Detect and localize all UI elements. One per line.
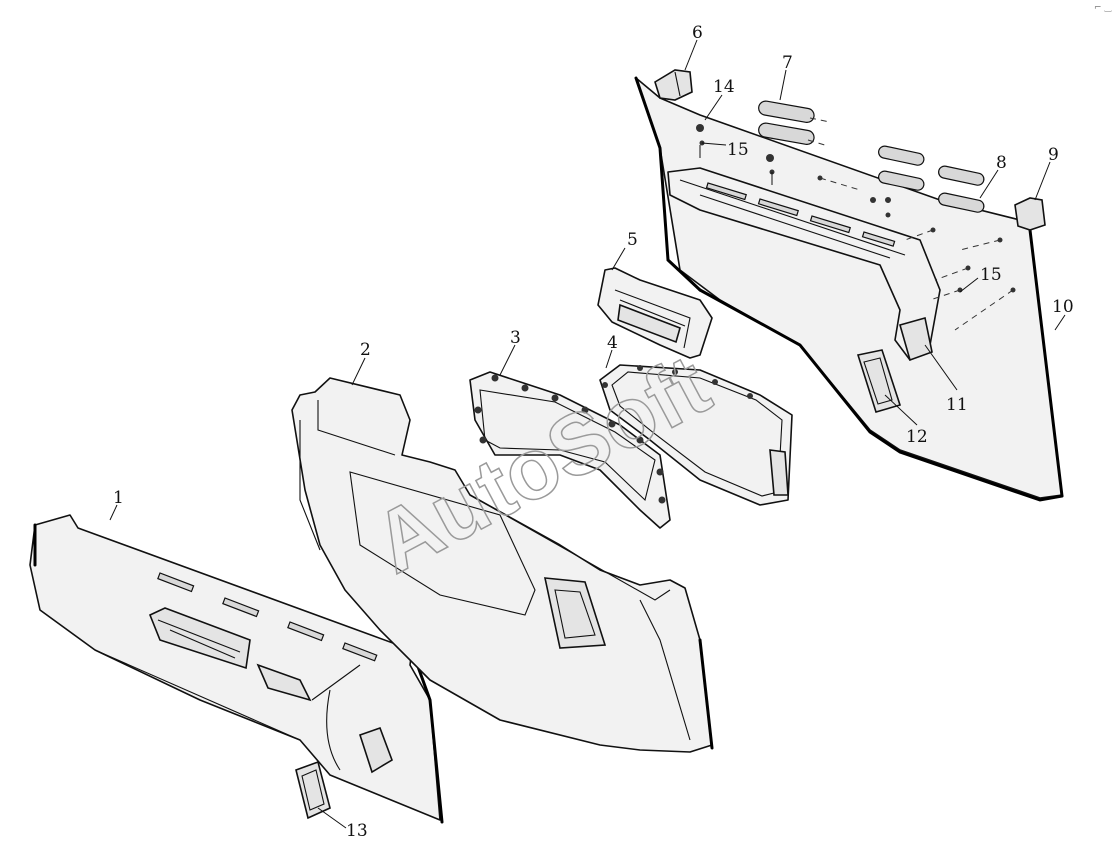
bracket-5 <box>597 267 713 359</box>
callout-10: 10 <box>1052 297 1074 317</box>
callout-3: 3 <box>510 328 521 348</box>
callout-4: 4 <box>607 333 618 353</box>
callout-13: 13 <box>346 821 368 841</box>
clip-6 <box>654 69 693 101</box>
callout-9: 9 <box>1048 145 1059 165</box>
leader-lines <box>109 39 1066 829</box>
callout-2: 2 <box>360 340 371 360</box>
callout-15-upper: 15 <box>727 140 749 160</box>
callout-11: 11 <box>946 395 968 415</box>
fasteners <box>696 117 1016 331</box>
callout-14: 14 <box>713 77 735 97</box>
vents-7 <box>758 100 815 146</box>
callout-6: 6 <box>692 23 703 43</box>
corner-mark: ⌐ ‿ <box>1094 3 1112 13</box>
clip-9 <box>1014 197 1046 231</box>
callout-1: 1 <box>113 488 124 508</box>
callout-8: 8 <box>996 153 1007 173</box>
duct-11 <box>667 167 941 362</box>
bezel-12 <box>856 349 902 413</box>
callout-12: 12 <box>906 427 928 447</box>
trim-panel-1 <box>29 514 444 824</box>
frame-4 <box>599 364 793 506</box>
vents-8 <box>878 145 985 213</box>
callout-5: 5 <box>627 230 638 250</box>
callout-7: 7 <box>782 53 793 73</box>
frame-3 <box>469 371 671 529</box>
callout-15-lower: 15 <box>980 265 1002 285</box>
bezel-13 <box>295 760 331 820</box>
trim-panel-2 <box>291 377 714 753</box>
